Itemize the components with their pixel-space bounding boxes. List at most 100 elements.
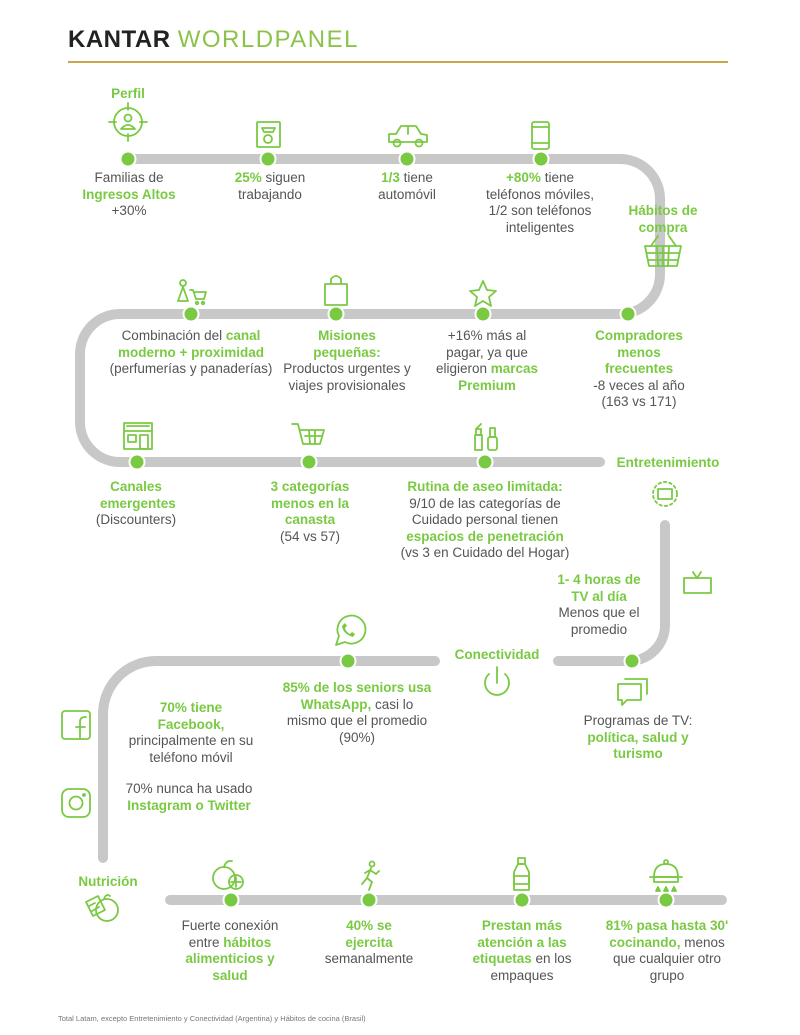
stat-text: (Discounters) (95, 512, 177, 527)
stat-text: tiene automóvil (378, 170, 436, 202)
section-entretenimiento: Entretenimiento (616, 455, 720, 470)
mobile-phone-icon (531, 121, 550, 150)
nutrition-icon (85, 894, 119, 922)
stat-text: menos que cualquier otro grupo (612, 934, 725, 983)
chat-bubbles-icon (617, 678, 648, 706)
car-icon (388, 125, 428, 148)
stat-text: (vs 3 en Cuidado del Hogar) (400, 545, 570, 560)
stat-text: tiene teléfonos móviles, 1/2 son teléfon… (485, 170, 595, 235)
section-nutricion: Nutrición (78, 874, 138, 889)
store-icon (123, 422, 153, 450)
stat-text: en los empaques (490, 951, 572, 983)
stat-text: Menos que el promedio (558, 605, 640, 637)
stat-text: (perfumerías y panaderías) (109, 361, 273, 376)
header-rule (68, 61, 728, 63)
stat-rutina-aseo: Rutina de aseo limitada:9/10 de las cate… (388, 479, 582, 562)
cosmetics-icon (474, 423, 498, 451)
stat-highlight: 81% pasa hasta 30' cocinando, (605, 918, 729, 950)
bottle-icon (513, 857, 530, 891)
node-17 (657, 891, 675, 909)
stat-compradores-menos-frecuentes: Compradores menos frecuentes-8 veces al … (582, 328, 696, 411)
node-13 (339, 652, 357, 670)
node-1 (119, 150, 137, 168)
whatsapp-icon (335, 614, 367, 646)
stat-highlight: hábitos alimenticios y salud (185, 934, 275, 983)
stat-text: +16% más al pagar, ya que eligieron (435, 328, 528, 376)
node-6 (327, 305, 345, 323)
section-perfil: Perfil (111, 86, 145, 101)
node-16 (513, 891, 531, 909)
stat-highlight: Instagram o Twitter (127, 797, 251, 813)
stat-whatsapp: 85% de los seniors usa WhatsApp, casi lo… (282, 680, 432, 746)
facebook-icon (61, 710, 91, 740)
stat-highlight: +80% (506, 170, 541, 185)
stat-text: Programas de TV: (583, 713, 693, 728)
stat-instagram: 70% nunca ha usado Instagram o Twitter (114, 781, 264, 814)
stat-text: (54 vs 57) (279, 528, 341, 544)
stat-highlight: 3 categorías menos en la canasta (270, 479, 350, 527)
star-icon (469, 280, 497, 307)
stat-categorias-canasta: 3 categorías menos en la canasta(54 vs 5… (258, 479, 362, 545)
profile-target-icon (108, 102, 148, 142)
footnote: Total Latam, excepto Entretenimiento y C… (58, 1014, 366, 1023)
tv-icon (683, 571, 712, 594)
logo-w: W (177, 26, 202, 53)
stat-highlight: marcas Premium (458, 361, 539, 393)
journey-track (75, 154, 727, 905)
stat-highlight: 40% se ejercita (345, 918, 393, 950)
stat-highlight: política, salud y turismo (587, 729, 689, 762)
stat-text: Combinación del (121, 328, 223, 343)
stat-text: Productos urgentes y viajes provisionale… (283, 361, 411, 393)
stat-cocinando: 81% pasa hasta 30' cocinando, menos que … (600, 918, 734, 984)
node-10 (300, 453, 318, 471)
instagram-icon (61, 788, 91, 818)
stat-text: 9/10 de las categorías de Cuidado person… (409, 495, 561, 528)
stat-text: -8 veces al año (163 vs 171) (593, 377, 685, 410)
fruit-icon (212, 859, 244, 890)
node-15 (360, 891, 378, 909)
node-12 (623, 652, 641, 670)
logo-kantar: KANTAR (68, 26, 171, 53)
stat-highlight: Rutina de aseo limitada: (407, 479, 563, 494)
stat-text: casi lo mismo que el promedio (90%) (286, 696, 428, 745)
logo-o: O (201, 26, 223, 53)
node-9 (128, 453, 146, 471)
stat-highlight: espacios de penetración (406, 528, 564, 544)
shopper-cart-icon (177, 279, 207, 306)
stat-programas-tv: Programas de TV:política, salud y turism… (560, 713, 716, 763)
stat-highlight: Misiones pequeñas: (313, 328, 381, 360)
node-14 (222, 891, 240, 909)
stat-text: siguen trabajando (238, 170, 306, 202)
cooking-pot-icon (649, 859, 683, 892)
stat-text: Familias de (94, 170, 164, 185)
kantar-worldpanel-logo: KANTAR WORLDPANEL (68, 26, 359, 54)
power-icon (484, 666, 510, 696)
node-5 (182, 305, 200, 323)
stat-highlight: canal moderno + proximidad (118, 328, 264, 360)
node-2 (259, 150, 277, 168)
stat-text: principalmente en su teléfono móvil (128, 733, 254, 765)
stat-telefonos: +80% tiene teléfonos móviles, 1/2 son te… (482, 170, 598, 236)
stat-highlight: 85% de los seniors usa WhatsApp, (282, 680, 432, 712)
node-11 (476, 453, 494, 471)
stat-misiones-pequenas: Misiones pequeñas:Productos urgentes y v… (274, 328, 420, 394)
stat-canales-emergentes: Canales emergentes(Discounters) (86, 479, 186, 529)
shopping-bag-icon (324, 275, 348, 306)
section-conectividad: Conectividad (454, 647, 540, 662)
section-habitos-de-compra: Hábitos de compra (628, 203, 698, 235)
stat-highlight: 1- 4 horas de TV al día (557, 572, 641, 604)
stat-facebook: 70% tiene Facebook,principalmente en su … (114, 700, 268, 766)
stat-highlight: Compradores menos frecuentes (595, 328, 683, 376)
stat-text: +30% (111, 203, 147, 218)
stat-siguen-trabajando: 25% siguen trabajando (218, 170, 322, 203)
stat-etiquetas: Prestan más atención a las etiquetas en … (458, 918, 586, 984)
stat-habitos-alimenticios: Fuerte conexión entre hábitos alimentici… (170, 918, 290, 984)
runner-icon (361, 860, 380, 891)
stat-text: semanalmente (324, 951, 414, 966)
shopping-cart-icon (291, 423, 325, 445)
logo-worldpanel: WORLDPANEL (178, 26, 359, 53)
node-3 (398, 150, 416, 168)
